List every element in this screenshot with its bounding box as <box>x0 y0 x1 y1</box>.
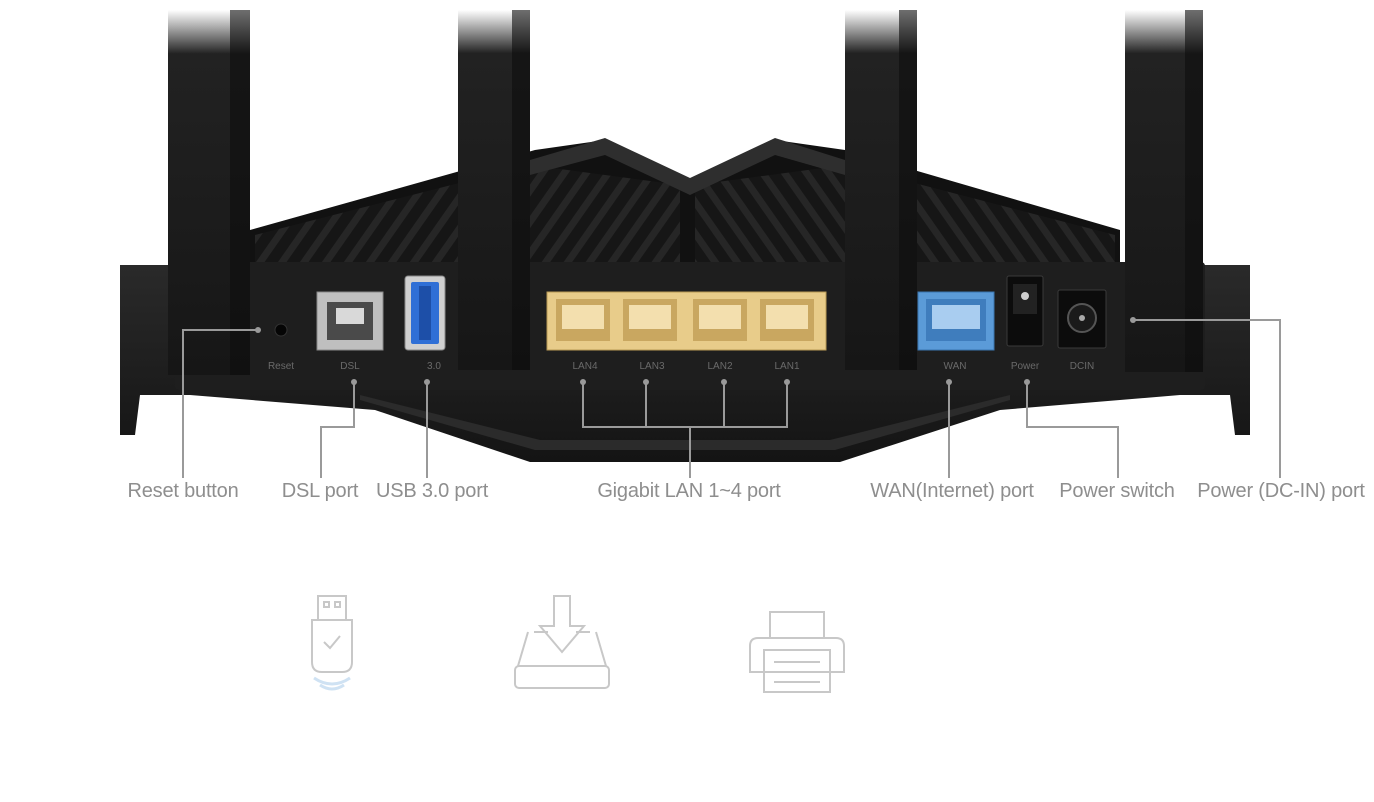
lan4-label: LAN4 <box>572 361 597 372</box>
wan-port-callout: WAN(Internet) port <box>870 480 1034 502</box>
dc-in-port[interactable] <box>1057 289 1107 349</box>
router-top-shell <box>250 138 1120 265</box>
lan2-label: LAN2 <box>707 361 732 372</box>
reset-button-callout: Reset button <box>127 480 239 502</box>
reset-port-label: Reset <box>268 361 294 372</box>
lan-port-4[interactable] <box>556 299 610 341</box>
power-port-callout: Power (DC-IN) port <box>1197 480 1365 502</box>
reset-button-hole[interactable] <box>274 323 288 337</box>
dsl-port-label: DSL <box>340 361 360 372</box>
usb-port-label: 3.0 <box>427 361 441 372</box>
callout-lines <box>182 317 1281 478</box>
antenna-1 <box>168 10 250 375</box>
dsl-port[interactable] <box>316 291 384 351</box>
antenna-4 <box>1125 10 1203 372</box>
download-storage-icon <box>514 595 610 689</box>
power-switch-callout: Power switch <box>1059 480 1175 502</box>
printer-icon <box>749 611 845 693</box>
usb-port[interactable] <box>404 275 446 351</box>
lan-port-1[interactable] <box>760 299 814 341</box>
usb-drive-icon <box>311 595 353 691</box>
power-switch-label: Power <box>1011 361 1040 372</box>
usb-port-callout: USB 3.0 port <box>375 480 489 502</box>
lan-port-2[interactable] <box>693 299 747 341</box>
dsl-port-callout: DSL port <box>281 480 359 502</box>
lan-port-3[interactable] <box>623 299 677 341</box>
lan1-label: LAN1 <box>774 361 799 372</box>
dc-in-label: DCIN <box>1070 361 1094 372</box>
wan-port-label: WAN <box>944 361 967 372</box>
lan-ports-callout: Gigabit LAN 1~4 port <box>597 480 781 502</box>
lan3-label: LAN3 <box>639 361 664 372</box>
antenna-2 <box>458 10 530 370</box>
wan-port[interactable] <box>917 291 995 351</box>
antenna-3 <box>845 10 917 370</box>
power-switch[interactable] <box>1006 275 1044 347</box>
